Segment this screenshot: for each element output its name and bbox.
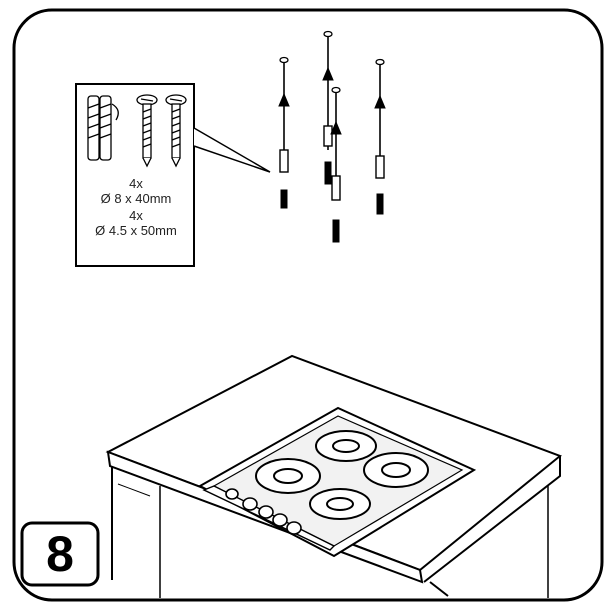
step-number: 8 xyxy=(46,526,74,582)
fixings-callout xyxy=(75,83,271,267)
screw-icon xyxy=(136,94,158,168)
cabinet-side xyxy=(429,581,449,597)
drill-column-2 xyxy=(322,30,334,185)
arrow-up-icon xyxy=(374,94,386,109)
step-number-box xyxy=(20,521,100,587)
screw-icon xyxy=(165,94,187,168)
hob-burner-icon xyxy=(363,452,429,488)
control-knob-icon xyxy=(225,488,302,535)
hob-burner-icon xyxy=(255,458,321,494)
callout-pointer xyxy=(193,127,271,173)
screw-quantity: 4x xyxy=(129,208,143,223)
electric-hob xyxy=(197,406,477,558)
arrow-up-icon xyxy=(322,66,334,81)
hob-burner-icon xyxy=(315,430,377,462)
plug-size: Ø 8 x 40mm xyxy=(100,191,172,206)
drill-column-3 xyxy=(330,86,342,243)
arrow-up-icon xyxy=(330,120,342,135)
wall-plug-icon xyxy=(87,95,119,161)
hob-burner-icon xyxy=(309,488,371,520)
arrow-up-icon xyxy=(278,92,290,107)
plug-quantity: 4x xyxy=(129,176,143,191)
drill-column-4 xyxy=(374,58,386,215)
screw-size: Ø 4.5 x 50mm xyxy=(95,223,177,238)
drill-column-1 xyxy=(278,56,290,209)
